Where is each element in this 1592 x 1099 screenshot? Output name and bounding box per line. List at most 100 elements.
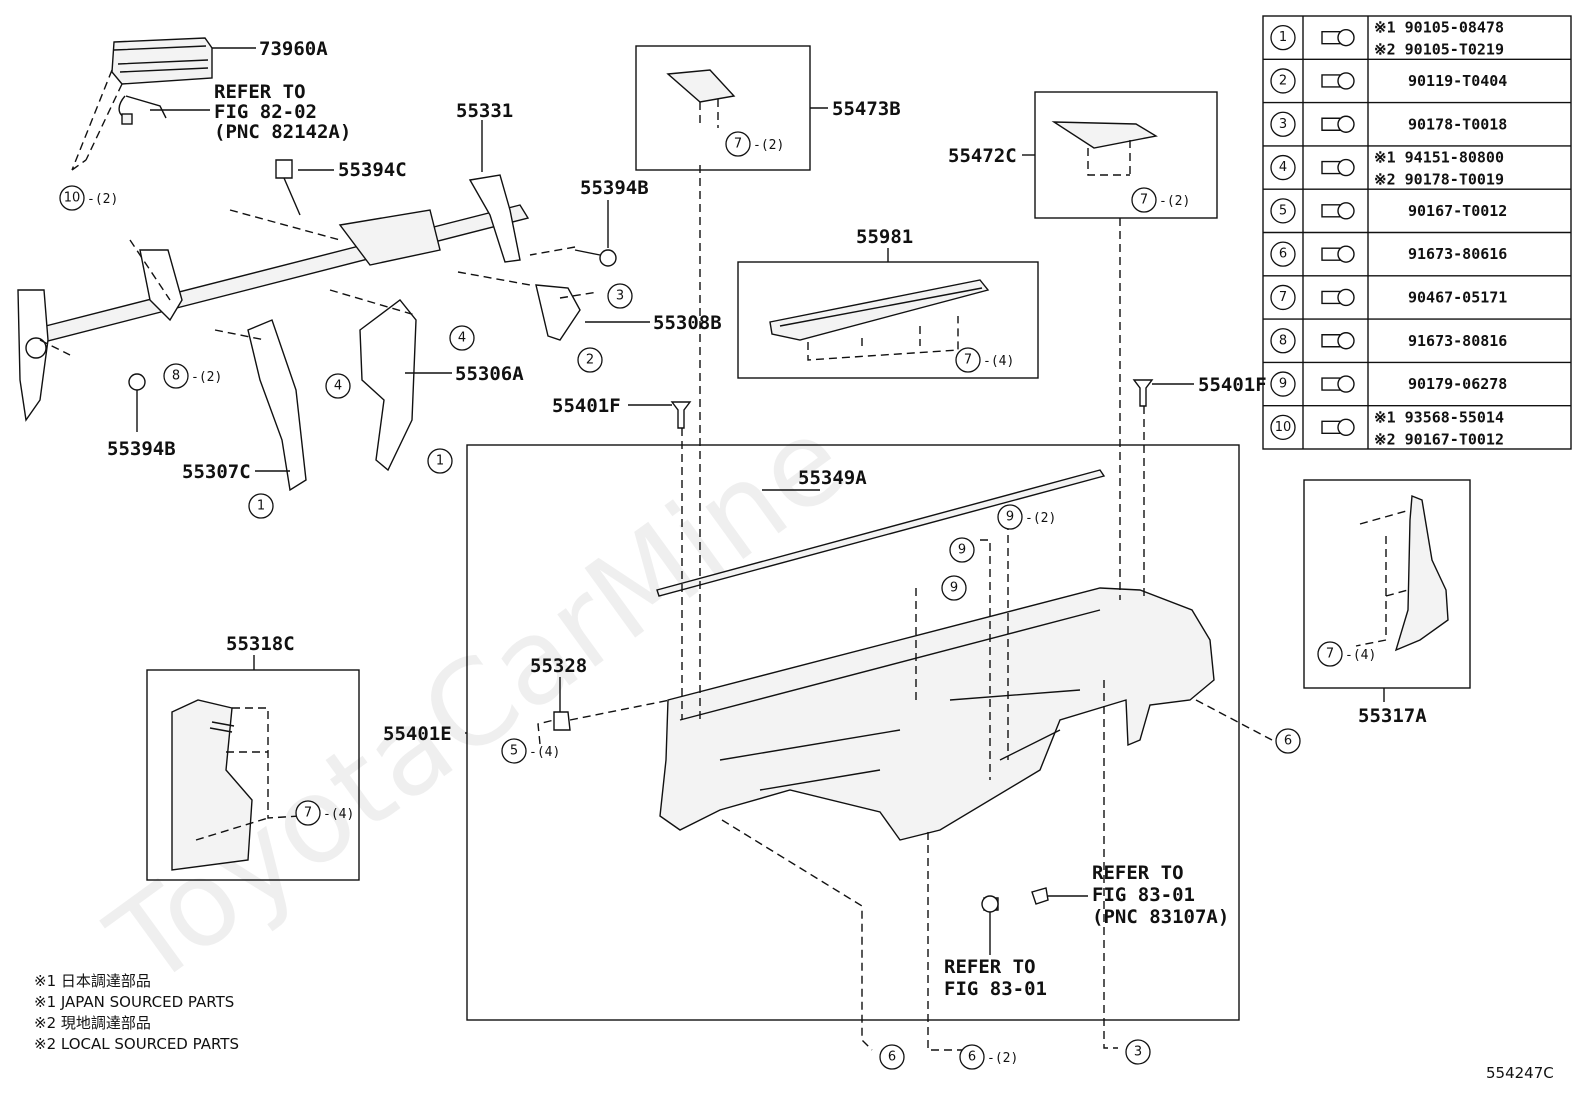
callout-3: 3: [1125, 1039, 1151, 1065]
svg-text:-(2): -(2): [1025, 511, 1056, 526]
svg-text:8: 8: [172, 369, 180, 384]
box-55981: [737, 261, 1039, 379]
fastener-head-icon: [1337, 28, 1355, 47]
svg-text:9: 9: [1006, 510, 1014, 525]
table-index-circle: [1270, 414, 1296, 441]
fastener-head-icon: [1337, 202, 1355, 220]
label-55328: 55328: [530, 655, 587, 677]
svg-text:-(2): -(2): [1159, 194, 1190, 209]
table-part-number: 90179-06278: [1408, 375, 1507, 393]
refer-fig82-line1: REFER TO: [214, 81, 306, 103]
fastener-head-icon: [1337, 72, 1355, 90]
table-index-6: 6: [1279, 247, 1287, 262]
fastener-head-icon: [1337, 245, 1355, 263]
svg-text:-(4): -(4): [1345, 648, 1376, 663]
label-55473B: 55473B: [832, 98, 901, 120]
label-55394B-left: 55394B: [107, 438, 176, 460]
table-part-number: 90467-05171: [1408, 288, 1507, 306]
table-part-number: ※1 90105-08478: [1374, 19, 1504, 37]
callout-6: 6: [1275, 728, 1301, 754]
callout-5: 5 -(4): [501, 738, 560, 764]
svg-text:4: 4: [334, 379, 342, 394]
callout-7: 7 -(4): [295, 800, 354, 826]
svg-text:-(4): -(4): [529, 745, 560, 760]
svg-text:-(4): -(4): [323, 807, 354, 822]
callout-6: 6 -(2): [959, 1044, 1018, 1070]
table-part-number: ※2 90178-T0019: [1374, 171, 1504, 189]
svg-text:7: 7: [1326, 647, 1334, 662]
callout-4: 4: [449, 325, 475, 351]
label-55981: 55981: [856, 226, 913, 248]
table-part-number: ※2 90105-T0219: [1374, 41, 1504, 59]
fastener-head-icon: [1337, 332, 1355, 350]
svg-text:6: 6: [968, 1050, 976, 1065]
instrument-panel-reinforcement: [17, 159, 599, 492]
table-index-3: 3: [1279, 117, 1287, 132]
legend-line-2: ※1 JAPAN SOURCED PARTS: [34, 993, 234, 1011]
label-55307C: 55307C: [182, 461, 251, 483]
svg-text:7: 7: [734, 137, 742, 152]
diagram-id: 554247C: [1486, 1064, 1554, 1082]
legend-line-3: ※2 現地調達部品: [34, 1014, 151, 1032]
label-55306A: 55306A: [455, 363, 524, 385]
table-index-circle: [1270, 328, 1296, 354]
label-55318C: 55318C: [226, 633, 295, 655]
svg-text:7: 7: [1140, 193, 1148, 208]
label-55401E: 55401E: [383, 723, 452, 745]
svg-text:6: 6: [888, 1050, 896, 1065]
label-55401F-mid: 55401F: [552, 395, 621, 417]
table-index-2: 2: [1279, 73, 1287, 88]
table-part-number: 90178-T0018: [1408, 115, 1507, 133]
label-55308B: 55308B: [653, 312, 722, 334]
box-55401E: [466, 444, 1240, 1021]
refer-fig83-line2: FIG 83-01: [944, 978, 1047, 1000]
box-55317A: [1303, 479, 1471, 689]
table-part-number: 90119-T0404: [1408, 72, 1507, 90]
table-part-number: ※2 90167-T0012: [1374, 430, 1504, 448]
clip-55401F-right: [1132, 379, 1154, 407]
callout-9: 9: [941, 575, 967, 601]
refer-fig83-pnc-line3: (PNC 83107A): [1092, 906, 1229, 928]
table-index-4: 4: [1279, 160, 1287, 175]
table-index-9: 9: [1279, 377, 1287, 392]
svg-text:9: 9: [958, 543, 966, 558]
table-index-circle: [1270, 198, 1296, 224]
label-55401F-right: 55401F: [1198, 374, 1267, 396]
callout-7: 7 -(4): [1317, 641, 1376, 667]
svg-text:-(4): -(4): [983, 354, 1014, 369]
label-55394C: 55394C: [338, 159, 407, 181]
clip-55401F-mid: [670, 401, 692, 429]
svg-text:-(2): -(2): [987, 1051, 1018, 1066]
label-55349A: 55349A: [798, 467, 867, 489]
box-55318C: [146, 669, 360, 881]
svg-text:6: 6: [1284, 734, 1292, 749]
svg-text:5: 5: [510, 744, 518, 759]
refer-fig83-pnc-line2: FIG 83-01: [1092, 884, 1195, 906]
svg-text:9: 9: [950, 581, 958, 596]
refer-fig82-line2: FIG 82-02: [214, 101, 317, 123]
svg-text:1: 1: [436, 454, 444, 469]
callout-9: 9: [949, 537, 975, 563]
refer-fig83-line1: REFER TO: [944, 956, 1036, 978]
label-55394B-top: 55394B: [580, 177, 649, 199]
callout-8: 8-(2): [163, 363, 222, 389]
table-index-circle: [1270, 154, 1296, 181]
fastener-head-icon: [1337, 288, 1355, 307]
table-part-number: 91673-80616: [1408, 245, 1507, 263]
table-index-circle: [1270, 111, 1296, 137]
fastener-callouts: 10-(2)7-(2)7-(2)32448-(2)117-(4)9-(2)995…: [59, 131, 1376, 1070]
svg-text:-(2): -(2): [753, 138, 784, 153]
table-part-number: 91673-80816: [1408, 332, 1507, 350]
legend-line-4: ※2 LOCAL SOURCED PARTS: [34, 1035, 239, 1053]
callout-9: 9 -(2): [997, 504, 1056, 530]
svg-text:7: 7: [304, 806, 312, 821]
callout-3: 3: [607, 283, 633, 309]
label-73960A: 73960A: [259, 38, 328, 60]
airbag-module: [111, 37, 213, 125]
table-part-number: 90167-T0012: [1408, 202, 1507, 220]
svg-text:1: 1: [257, 499, 265, 514]
label-55472C: 55472C: [948, 145, 1017, 167]
callout-7: 7 -(2): [1131, 187, 1190, 213]
